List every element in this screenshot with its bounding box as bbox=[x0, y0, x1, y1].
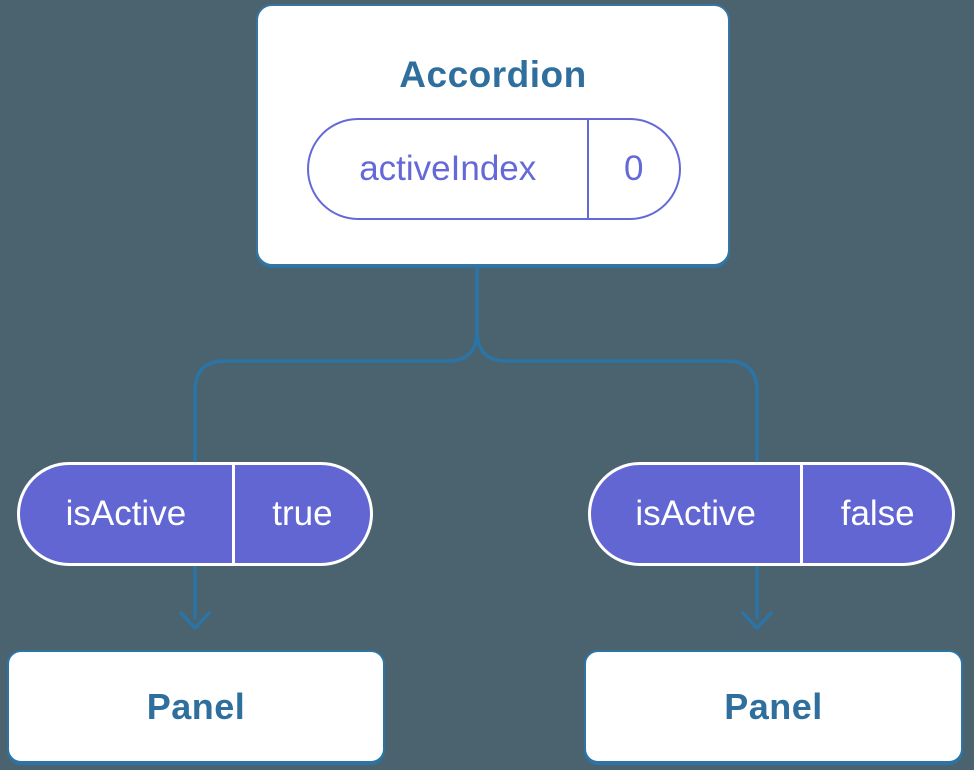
accordion-node: Accordion activeIndex 0 bbox=[256, 4, 730, 266]
prop-pill-value: true bbox=[272, 494, 333, 533]
panel-node-right: Panel bbox=[584, 650, 963, 763]
state-pill-name: activeIndex bbox=[309, 120, 589, 218]
state-pill-activeindex: activeIndex 0 bbox=[307, 118, 681, 220]
prop-pill-name: isActive bbox=[591, 465, 804, 563]
connector-left-branch bbox=[193, 265, 479, 620]
prop-pill-isactive-true: isActive true bbox=[17, 462, 373, 566]
arrow-down-icon bbox=[179, 611, 211, 630]
panel-node-left: Panel bbox=[7, 650, 385, 763]
prop-pill-name: isActive bbox=[20, 465, 235, 563]
accordion-node-title: Accordion bbox=[399, 54, 587, 95]
prop-pill-value: false bbox=[840, 494, 915, 533]
prop-pill-isactive-false: isActive false bbox=[588, 462, 955, 566]
connector-right-branch bbox=[475, 265, 759, 620]
arrow-down-icon bbox=[741, 611, 773, 630]
state-pill-value: 0 bbox=[624, 149, 644, 188]
